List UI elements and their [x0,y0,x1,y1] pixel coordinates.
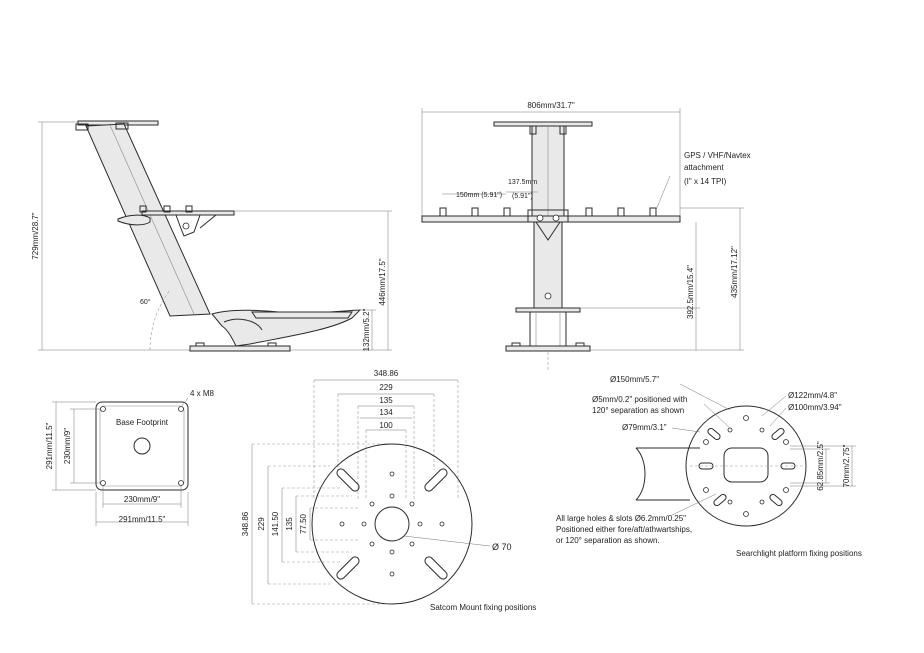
searchlight-platform: Ø150mm/5.7" Ø5mm/0.2" positioned with 12… [556,375,862,558]
side-view: 729mm/28.7" 60° 446mm/17.5" [31,120,392,352]
front-spacing-label: 150mm (5.91") [456,192,502,199]
satcom-left-dim-3: 135 [285,517,294,531]
bolt-hole [100,480,106,486]
side-height-label: 729mm/28.7" [31,212,40,259]
searchlight-centre-slot [723,447,769,483]
sl-d5-line2: 120° separation as shown [592,406,684,415]
base-body [211,309,362,347]
searchlight-arm [635,447,700,501]
sl-note-line1: All large holes & slots Ø6.2mm/0.25" [556,514,686,523]
front-spacing-right-line1: 137.5mm [508,179,537,186]
satcom-top-dim-3: 134 [379,408,393,417]
base-plate [189,345,291,352]
sl-d100-label: Ø100mm/3.94" [788,403,842,412]
front-spacing-right-line2: (5.91") [512,193,533,200]
gps-label-line3: (I" x 14 TPI) [684,177,727,186]
footprint-bolts-label: 4 x M8 [190,389,215,398]
side-base-height-label: 132mm/5.2" [362,308,371,351]
satcom-plate [311,443,473,605]
nose-cone [117,214,151,226]
satcom-diameter-label: Ø 70 [492,542,512,552]
gps-label-line1: GPS / VHF/Navtex [684,151,751,160]
footprint-inner-height-label: 230mm/9" [63,428,72,464]
sl-d79-label: Ø79mm/3.1" [622,423,667,432]
front-height-right-label: 435mm/17.12" [730,246,739,298]
satcom-caption: Satcom Mount fixing positions [430,603,536,612]
bolt-hole [178,480,184,486]
satcom-top-dim-1: 229 [379,383,393,392]
sl-h1-label: 62.85mm/2.5" [816,441,825,491]
base-footprint: Base Footprint 4 x M8 291mm/11.5" 230mm/… [45,389,215,526]
side-angle-label: 60° [140,298,151,306]
satcom-top-dim-0: 348.86 [374,369,399,378]
satcom-centre-hole [374,506,410,542]
satcom-top-dim-4: 100 [379,421,393,430]
front-height-left-label: 392.5mm/15.4" [686,265,695,319]
bolt-hole [100,406,106,412]
footprint-outer-width-label: 291mm/11.5" [119,515,166,524]
side-platform-height-label: 446mm/17.5" [378,258,387,305]
sl-h2-label: 70mm/2.75" [842,444,851,487]
front-width-label: 806mm/31.7" [527,101,574,110]
satcom-left-dim-1: 229 [257,517,266,531]
satcom-left-dim-4: 77.50 [299,513,308,534]
gps-label-line2: attachment [684,163,724,172]
footprint-inner-width-label: 230mm/9" [124,495,160,504]
footprint-outline [95,401,189,491]
front-top-plate [493,121,593,127]
sl-d150-label: Ø150mm/5.7" [610,375,659,384]
footprint-centre-hole [133,437,151,455]
satcom-mount: 348.86 229 135 134 100 348.86 229 141.50… [241,369,536,612]
front-cross-arm [421,215,681,223]
satcom-left-dim-0: 348.86 [241,511,250,536]
sl-d5-line1: Ø5mm/0.2" positioned with [592,395,687,404]
sl-note-line2: Positioned either fore/aft/athwartships, [556,525,692,534]
front-view: 806mm/31.7" 150mm (5.91") 13 [421,101,751,372]
footprint-title: Base Footprint [116,418,169,427]
footprint-outer-height-label: 291mm/11.5" [45,422,54,469]
sl-note-line3: or 120° separation as shown. [556,536,660,545]
sl-caption: Searchlight platform fixing positions [736,549,862,558]
satcom-top-dim-2: 135 [379,396,393,405]
bolt-hole [178,406,184,412]
sl-d122-label: Ø122mm/4.8" [788,391,837,400]
satcom-left-dim-2: 141.50 [271,511,280,536]
